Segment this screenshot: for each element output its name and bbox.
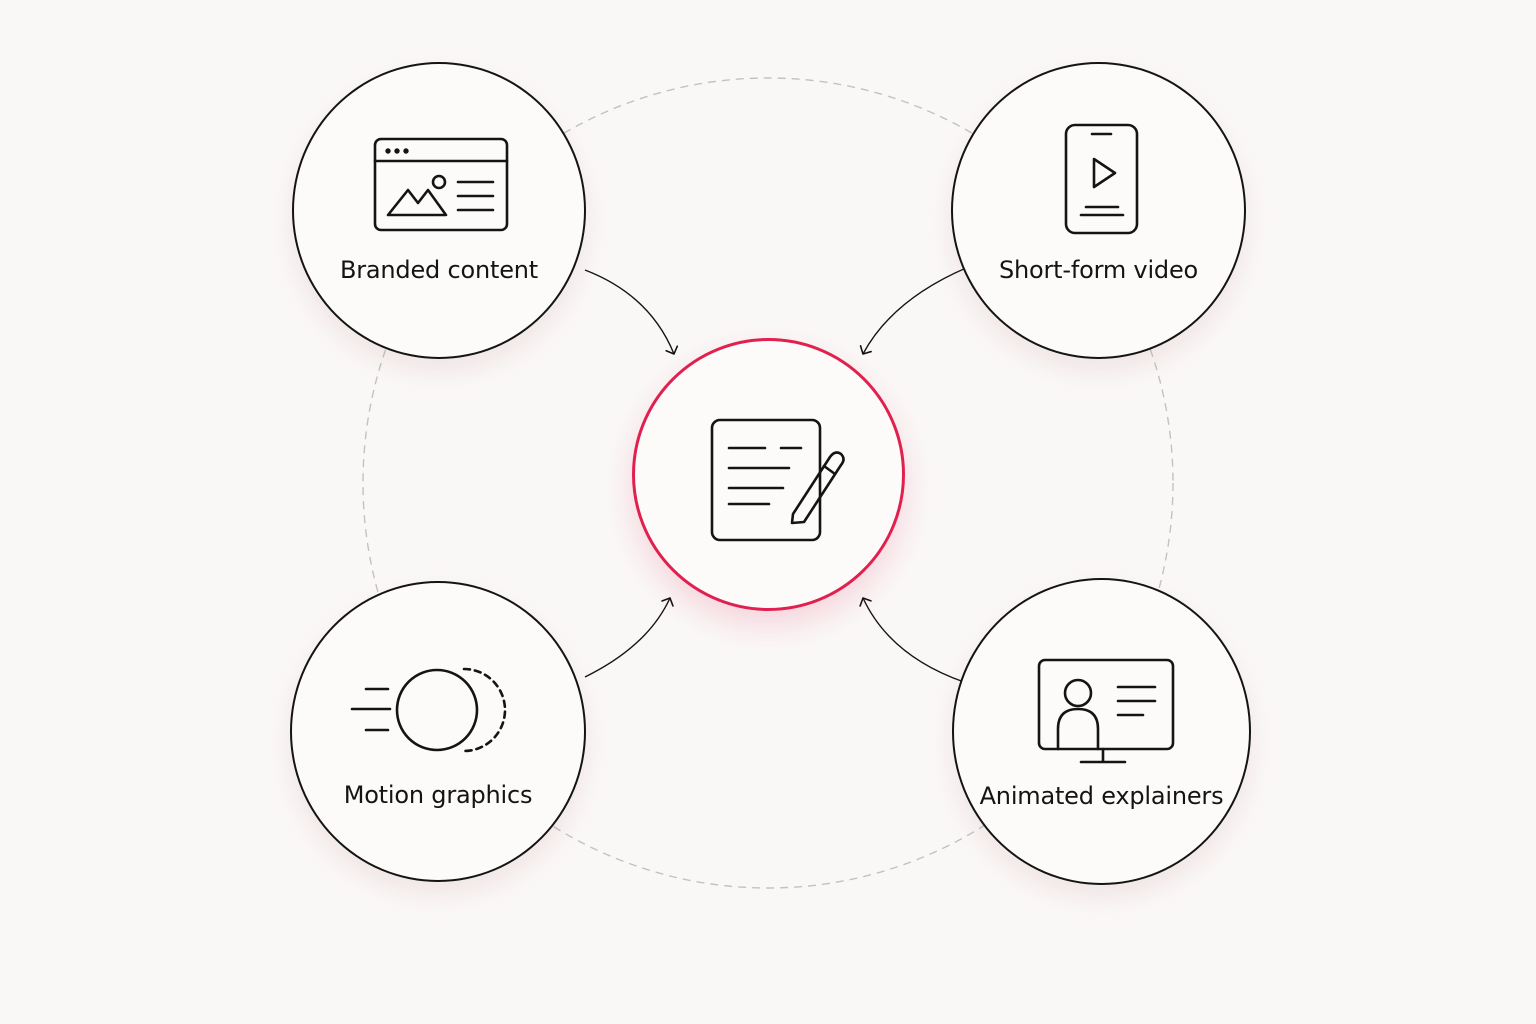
arrow-short-to-center [859,267,967,355]
node-branded-content[interactable]: Branded content [292,62,586,359]
animated-explainers-label: Animated explainers [979,782,1224,810]
arrow-branded-to-center [584,269,679,355]
browser-image-icon [373,137,509,232]
document-edit-icon [710,418,845,542]
arrow-explainers-to-center [859,597,965,683]
motion-graphics-label: Motion graphics [343,781,533,809]
node-motion-graphics[interactable]: Motion graphics [290,581,586,882]
phone-play-icon [1064,123,1139,235]
dashed-orbit-ring [362,77,1174,889]
arrow-motion-to-center [584,597,674,678]
short-form-video-label: Short-form video [998,256,1198,284]
branded-content-label: Branded content [339,256,538,284]
node-animated-explainers[interactable]: Animated explainers [952,578,1251,885]
motion-circle-icon [350,667,507,753]
presenter-screen-icon [1037,658,1175,764]
node-short-form-video[interactable]: Short-form video [951,62,1246,359]
center-node[interactable] [632,338,905,611]
